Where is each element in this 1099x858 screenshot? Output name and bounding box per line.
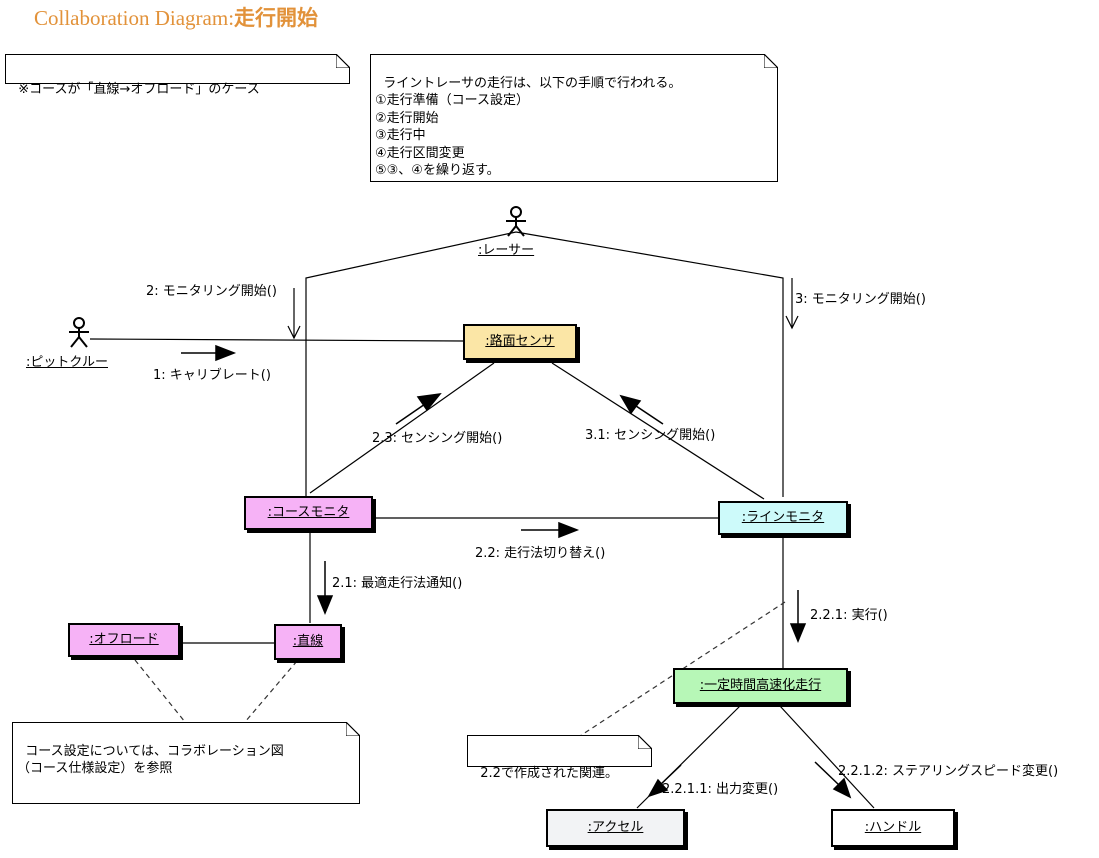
note-case-text: ※コースが「直線→オフロード」のケース [18, 82, 260, 97]
note-course-settings-text: コース設定については、コラボレーション図 （コース仕様設定）を参照 [17, 743, 284, 777]
message-label-3: 3: モニタリング開始() [795, 292, 926, 307]
note-fold-icon [638, 735, 652, 749]
diagram-title-name: 走行開始 [234, 6, 319, 30]
link-racer-coursemonitor [305, 231, 517, 497]
link-roadsensor-coursemonitor [309, 362, 495, 494]
note-procedure-text: ライントレーサの走行は、以下の手順で行われる。 ①走行準備（コース設定） ②走行… [375, 75, 682, 179]
diagram-title-prefix: Collaboration Diagram [34, 6, 229, 30]
link-pitcrew-roadsensor [89, 338, 464, 342]
arrow-m2212 [814, 761, 852, 799]
object-line-monitor[interactable]: :ラインモニタ [718, 501, 848, 535]
arrow-m22 [521, 521, 580, 539]
note-association: 2.2で作成された関連。 [467, 735, 652, 781]
object-accel[interactable]: :アクセル [546, 809, 685, 847]
object-straight[interactable]: :直線 [274, 624, 342, 660]
arrow-m221 [789, 590, 807, 643]
arrow-m2211 [647, 764, 682, 798]
note-case: ※コースが「直線→オフロード」のケース [5, 54, 350, 97]
object-offroad[interactable]: :オフロード [68, 623, 180, 657]
arrow-m3 [785, 278, 799, 330]
message-label-1: 1: キャリブレート() [153, 368, 271, 383]
note-fold-icon [336, 54, 350, 68]
arrow-m23 [395, 393, 442, 425]
note-fold-icon [764, 54, 778, 68]
message-label-2-2: 2.2: 走行法切り替え() [475, 546, 606, 561]
object-handle[interactable]: :ハンドル [831, 809, 955, 847]
note-anchor-lines [134, 601, 786, 737]
link-roadsensor-linemonitor [551, 362, 765, 500]
object-constant-speedup-drive[interactable]: :一定時間高速化走行 [673, 668, 848, 704]
diagram-title-separator: : [228, 6, 235, 30]
message-label-2-1: 2.1: 最適走行法通知() [332, 576, 463, 591]
actor-pitcrew-label: :ピットクルー [26, 355, 108, 370]
actor-pitcrew-icon [69, 317, 89, 348]
actor-racer-icon [506, 206, 526, 237]
note-fold-icon [346, 722, 360, 736]
arrow-m2 [287, 288, 301, 340]
arrow-m1 [181, 344, 237, 362]
message-label-3-1: 3.1: センシング開始() [585, 428, 716, 443]
note-course-settings: コース設定については、コラボレーション図 （コース仕様設定）を参照 [12, 722, 360, 804]
message-label-2-2-1: 2.2.1: 実行() [810, 608, 888, 623]
arrow-m21 [316, 561, 334, 615]
message-label-2: 2: モニタリング開始() [146, 284, 277, 299]
note-association-text: 2.2で作成された関連。 [480, 766, 618, 781]
anchor-course-offroad [134, 659, 186, 723]
anchor-assoc-link [579, 601, 786, 737]
note-procedure: ライントレーサの走行は、以下の手順で行われる。 ①走行準備（コース設定） ②走行… [370, 54, 778, 182]
object-road-sensor[interactable]: :路面センサ [463, 324, 577, 360]
filled-arrows [181, 344, 852, 799]
message-label-2-2-1-2: 2.2.1.2: ステアリングスピード変更() [838, 764, 1059, 779]
message-label-2-3: 2.3: センシング開始() [372, 431, 503, 446]
object-course-monitor[interactable]: :コースモニタ [244, 496, 373, 530]
actor-racer-label: :レーサー [478, 243, 535, 258]
anchor-course-straight [244, 660, 298, 723]
open-arrows [287, 278, 799, 340]
link-constdrive-handle [779, 705, 875, 809]
arrow-m31 [619, 394, 664, 425]
message-label-2-2-1-1: 2.2.1.1: 出力変更() [662, 782, 779, 797]
diagram-title: Collaboration Diagram:走行開始 [34, 2, 318, 32]
link-racer-linemonitor [515, 231, 784, 497]
